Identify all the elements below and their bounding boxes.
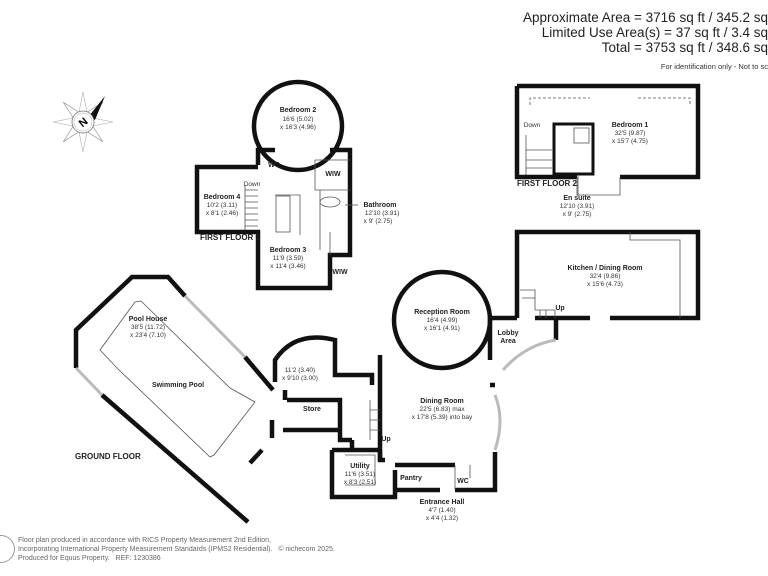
room-label: Bedroom 1 [612, 122, 649, 129]
room-label: WC [457, 478, 469, 485]
room-label: x 15'6 (4.73) [587, 281, 623, 288]
room-label: Lobby [498, 330, 519, 337]
copyright: © nichecom 2025. [278, 546, 335, 553]
room-label: x 8'1 (2.46) [206, 210, 238, 217]
room-label: Utility [350, 463, 370, 470]
room-label: 32'4 (9.86) [590, 273, 621, 280]
room-label: 11'2 (3.40) [285, 367, 315, 374]
room-label: x 16'3 (4.96) [280, 124, 316, 131]
floor-label: FIRST FLOOR 1 [200, 233, 261, 242]
room-label: 32'5 (9.87) [615, 130, 646, 137]
footer: Floor plan produced in accordance with R… [18, 537, 335, 562]
room-label: Entrance Hall [420, 499, 465, 506]
room-label: x 9' (2.75) [364, 218, 393, 225]
room-label: Store [303, 406, 321, 413]
room-label: Reception Room [414, 309, 470, 316]
limited-use-area: Limited Use Area(s) = 37 sq ft / 3.4 sq [541, 25, 768, 40]
room-label: FIRST FLOOR 2 [517, 179, 578, 188]
room-label: x 15'7 (4.75) [612, 138, 648, 145]
room-label: Pool House [129, 316, 168, 323]
room-label: x 17'8 (5.39) into bay [412, 414, 473, 421]
room-label: Bedroom 4 [204, 194, 241, 201]
room-label: 22'5 (6.83) max [420, 406, 466, 413]
room-label: x 16'1 (4.91) [424, 325, 460, 332]
room-label: 12'10 (3.91) [365, 210, 400, 217]
room-label: x 11'4 (3.46) [270, 263, 305, 270]
reference: REF: 1230386 [115, 555, 161, 562]
room-label: 10'2 (3.11) [207, 202, 237, 209]
room-label: x 9'10 (3.00) [282, 375, 318, 382]
north-compass-icon: N [52, 91, 114, 153]
room-label: 12'10 (3.91) [560, 203, 595, 210]
room-label: Pantry [400, 475, 422, 482]
room-label: x 23'4 (7.10) [130, 332, 166, 339]
first-floor-1: Bedroom 2 16'6 (5.02) x 16'3 (4.96) WC W… [194, 79, 400, 291]
ground-floor: Pool House 38'5 (11.72) x 23'4 (7.10) Sw… [73, 229, 701, 524]
scale-note: For identification only - Not to sc [660, 62, 768, 71]
room-label: Bedroom 2 [280, 107, 317, 114]
room-label: Bathroom [363, 202, 396, 209]
room-label: x 8'3 (2.51) [344, 479, 376, 486]
room-label: Up [381, 436, 390, 443]
approximate-area: Approximate Area = 3716 sq ft / 345.2 sq [522, 10, 768, 25]
room-label: 16'6 (5.02) [283, 116, 314, 123]
first-floor-2: Down Bedroom 1 32'5 (9.87) x 15'7 (4.75)… [514, 83, 701, 218]
room-label: WC [268, 162, 280, 169]
room-label: Swimming Pool [152, 382, 204, 389]
room-label: Up [555, 305, 564, 312]
room-label: Down [524, 122, 541, 129]
room-label: Dining Room [420, 398, 464, 405]
room-label: WIW [332, 269, 348, 276]
room-label: GROUND FLOOR [75, 452, 141, 461]
room-label: x 4'4 (1.32) [426, 515, 458, 522]
room-label: Down [244, 181, 261, 188]
area-summary: Approximate Area = 3716 sq ft / 345.2 sq… [523, 10, 768, 74]
room-label: WIW [325, 171, 341, 178]
room-label: x 9' (2.75) [563, 211, 592, 218]
room-label: 11'9 (3.59) [273, 255, 303, 262]
room-label: Bedroom 3 [270, 247, 307, 254]
room-label: En suite [563, 195, 590, 202]
room-label: 38'5 (11.72) [131, 324, 165, 331]
room-label: Kitchen / Dining Room [567, 265, 642, 272]
room-label: 11'6 (3.51) [345, 471, 375, 478]
total-area: Total = 3753 sq ft / 348.6 sq [601, 40, 768, 55]
room-label: 16'4 (4.99) [427, 317, 458, 324]
room-label: 4'7 (1.40) [428, 507, 455, 514]
room-label: Area [500, 338, 516, 345]
